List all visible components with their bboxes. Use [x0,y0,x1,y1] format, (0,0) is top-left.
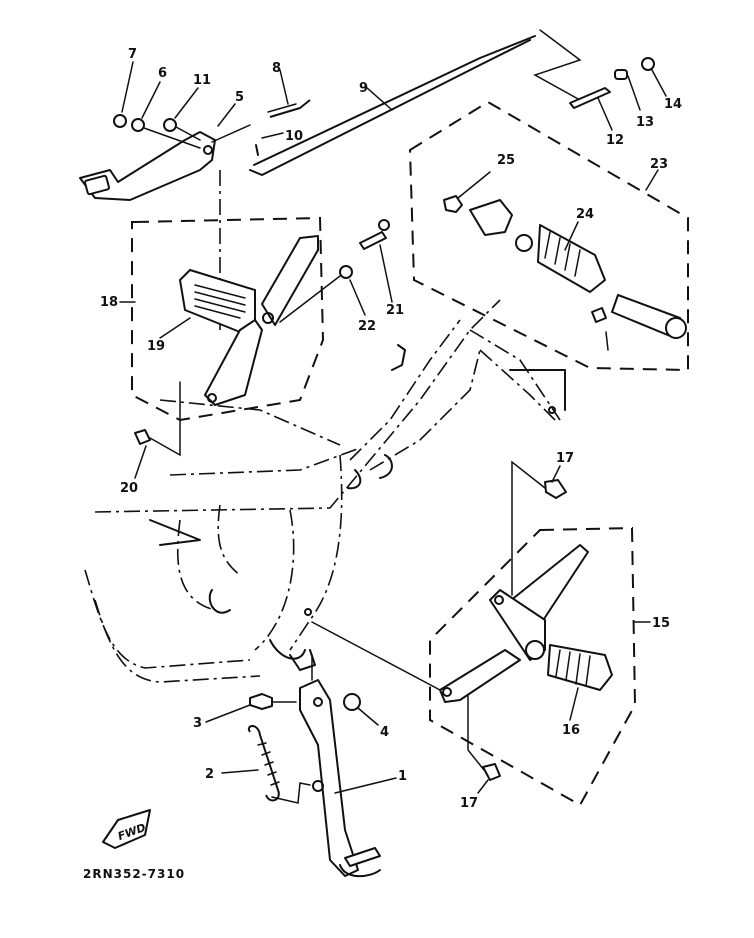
footrest-15 [439,544,613,703]
assembly-15-boundary [429,526,637,807]
washer-11 [163,118,177,132]
motorcycle-frame [84,299,566,683]
callout-labels: 7 6 11 5 8 10 9 12 13 14 23 25 24 21 22 … [100,47,682,811]
callout-9: 9 [359,81,368,96]
assembly-18-boundary [131,216,325,422]
callout-13: 13 [636,115,654,130]
callout-11: 11 [193,73,211,88]
joint-13 [614,69,628,80]
stand-bolt-3 [249,693,273,710]
nut-25 [443,195,463,213]
callout-12: 12 [606,133,624,148]
callout-5: 5 [235,90,244,105]
callout-17-lower: 17 [460,796,478,811]
callout-8: 8 [272,61,281,76]
footrest-bracket [469,199,513,236]
washer-6 [131,118,145,132]
footrest-19 [179,235,319,406]
callout-17-upper: 17 [556,451,574,466]
callout-20: 20 [120,481,138,496]
spring-8 [269,99,311,118]
nut-22 [339,265,353,279]
bolt-20 [134,429,151,445]
footrest-rubber-24 [537,224,606,293]
callout-24: 24 [576,207,594,222]
bolt-21 [359,231,387,250]
bolt-17-upper [544,479,567,499]
nut-4 [343,693,361,711]
callout-10: 10 [285,129,303,144]
callout-19: 19 [147,339,165,354]
side-stand [299,679,381,878]
callout-25: 25 [497,153,515,168]
callout-21: 21 [386,303,404,318]
callout-18: 18 [100,295,118,310]
adjusting-nut-14 [641,57,655,71]
callout-7: 7 [128,47,137,62]
leader-lines [119,61,667,794]
callout-4: 4 [380,725,389,740]
callout-6: 6 [158,66,167,81]
fwd-direction-arrow: FWD [102,809,151,849]
stand-spring-2 [247,725,280,802]
callout-3: 3 [193,716,202,731]
callout-14: 14 [664,97,682,112]
brake-pedal [79,131,216,201]
callout-1: 1 [398,769,407,784]
callout-22: 22 [358,319,376,334]
callout-23: 23 [650,157,668,172]
callout-2: 2 [205,767,214,782]
assembly-23-boundary [408,100,689,372]
circlip-7 [113,114,127,128]
rod-spring-12 [569,87,611,109]
drawing-code: 2RN352-7310 [83,867,185,881]
bolt-17-lower [482,763,501,781]
brake-rod-9 [249,39,531,176]
callout-16: 16 [562,723,580,738]
callout-15: 15 [652,616,670,631]
